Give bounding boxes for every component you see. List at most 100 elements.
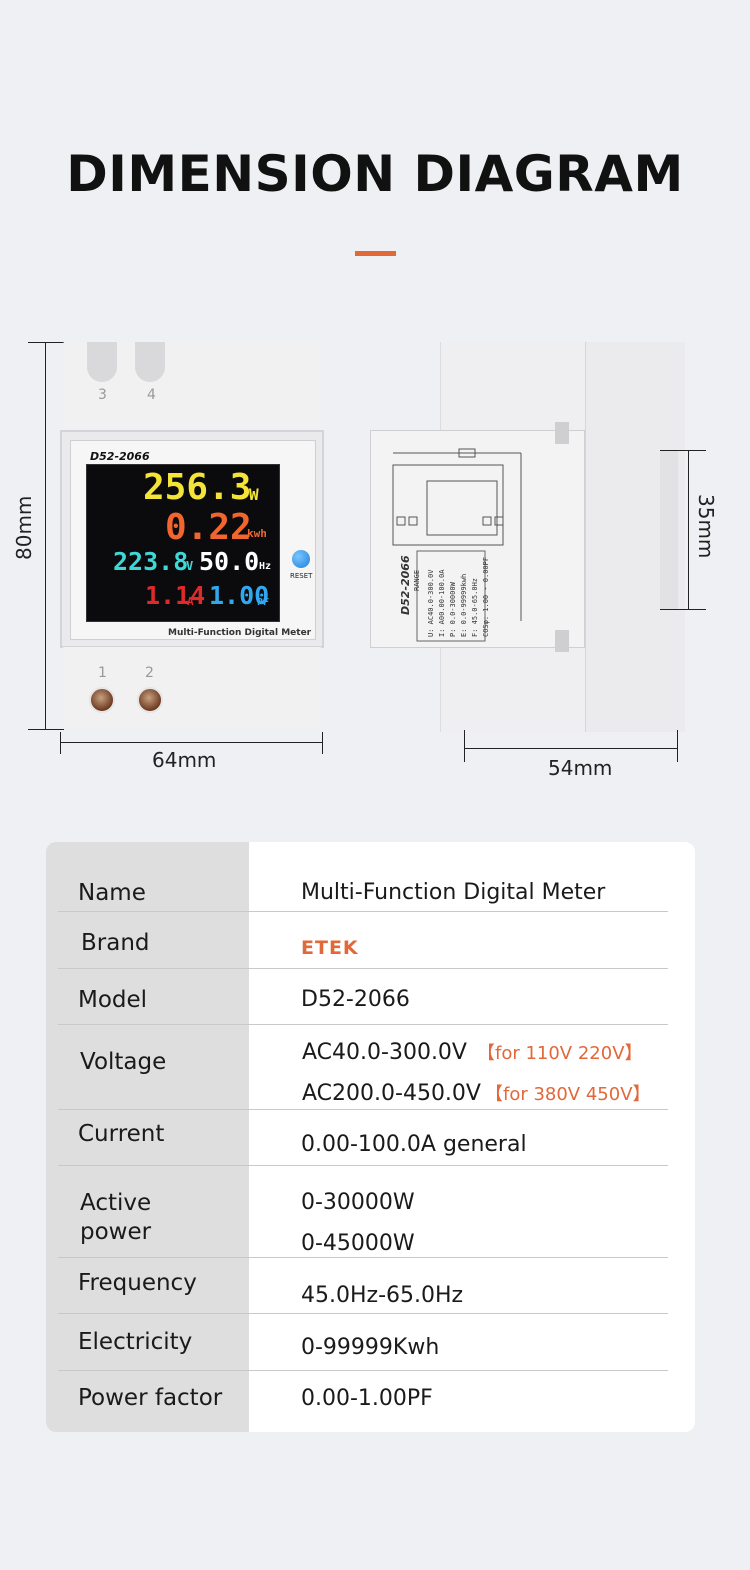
voltage-note-1: 【for 110V 220V】 [476,1043,643,1064]
spec-table: Name Multi-Function Digital Meter Brand … [46,842,695,1432]
etek-logo-icon: ETEK [301,937,359,959]
meter-front-view: 3 4 D52-2066 256.3 W 0.22 kwh 223.8 V 50… [60,342,324,732]
row-label-electricity: Electricity [78,1329,193,1355]
terminal-number: 3 [98,387,107,403]
current-unit: A [187,595,194,608]
depth-tick-left [464,730,465,762]
rail-tick-top [660,450,706,451]
meter-footer-label: Multi-Function Digital Meter [168,628,312,638]
row-value-voltage-2: AC200.0-450.0V【for 380V 450V】 [302,1080,651,1106]
power-reading: 256.3 [143,467,252,508]
row-label-model: Model [78,987,148,1013]
lcd-screen: 256.3 W 0.22 kwh 223.8 V 50.0 Hz 1.14 A … [86,464,280,622]
range-line: U: AC40.0-300.0V [427,569,435,637]
terminal-slot [87,342,117,382]
terminal-screw [137,687,163,713]
side-label-panel: D52-2066 RANGE U: AC40.0-300.0V I: A00.0… [370,430,585,648]
current-reading: 1.14 [145,581,206,610]
model-label: D52-2066 [90,450,150,463]
side-model-label: D52-2066 [399,555,412,615]
range-line: F: 45.0-65.0Hz [471,577,479,637]
row-label-brand: Brand [81,930,150,956]
frequency-reading: 50.0 [199,547,260,576]
row-value-current: 0.00-100.0A general [301,1132,527,1157]
reset-label: RESET [290,572,313,580]
row-value-electricity: 0-99999Kwh [301,1335,440,1360]
row-label-name: Name [78,880,146,906]
width-tick-right [322,732,323,754]
row-value-active-power-1: 0-30000W [301,1190,415,1215]
voltage-note-2: 【for 380V 450V】 [484,1084,651,1105]
terminal-number: 2 [145,665,154,681]
terminal-screw [89,687,115,713]
svg-text:ETEK: ETEK [301,938,359,958]
terminal-slot [135,342,165,382]
energy-reading: 0.22 [165,507,252,548]
range-line: I: A00.00-100.0A [438,569,446,637]
terminal-number: 4 [147,387,156,403]
row-separator [58,1165,668,1166]
width-dimension-line [60,742,322,743]
row-value-model: D52-2066 [301,987,410,1012]
range-title: RANGE [413,569,421,591]
range-line: E: 0.0-99999kwh [460,573,468,637]
row-value-frequency: 45.0Hz-65.0Hz [301,1283,464,1308]
pf-reading: 1.00 [209,581,270,610]
voltage-reading: 223.8 [113,547,189,576]
row-separator [58,1313,668,1314]
row-value-active-power-2: 0-45000W [301,1231,415,1256]
frequency-unit: Hz [259,561,272,572]
row-separator [58,968,668,969]
depth-label: 54mm [548,756,613,780]
row-separator [58,911,668,912]
range-line: P: 0.0-30000W [449,582,457,637]
rail-tick-bottom [660,609,706,610]
rail-dimension-line [688,450,689,610]
dimension-diagram: 80mm 64mm 3 4 D52-2066 256.3 W 0.22 kwh … [0,330,750,790]
row-value-name: Multi-Function Digital Meter [301,880,606,905]
row-value-power-factor: 0.00-1.00PF [301,1386,433,1411]
bottom-terminal-block: 1 2 [63,647,321,729]
row-separator [58,1024,668,1025]
row-label-power-factor: Power factor [78,1385,223,1411]
height-tick-bottom [28,729,64,730]
row-label-frequency: Frequency [78,1270,197,1296]
depth-tick-right [677,730,678,762]
width-tick-left [60,732,61,754]
wiring-diagram [392,448,522,642]
range-line: COSφ: 1.00 - 0.00PF [482,556,490,637]
meter-side-view: D52-2066 RANGE U: AC40.0-300.0V I: A00.0… [370,342,688,732]
latch [555,422,569,444]
energy-unit: kwh [247,527,267,540]
row-label-active-power: Active power [80,1189,151,1247]
etek-brand-logo: ETEK [301,937,391,962]
rail-notch [660,450,678,610]
page-title: DIMENSION DIAGRAM [66,145,684,203]
terminal-number: 1 [98,665,107,681]
latch [555,630,569,652]
row-label-current: Current [78,1121,165,1147]
power-unit: W [249,485,259,504]
active-power-line-2: power [80,1219,152,1245]
row-separator [58,1370,668,1371]
title-accent-bar [355,251,396,256]
rail-label: 35mm [694,494,718,559]
voltage-unit: V [186,559,194,573]
row-separator [58,1257,668,1258]
active-power-line-1: Active [80,1190,152,1216]
row-label-voltage: Voltage [80,1049,167,1075]
voltage-range-2: AC200.0-450.0V [302,1081,481,1106]
label-column [46,842,249,1432]
height-label: 80mm [12,495,36,560]
depth-dimension-line [464,748,678,749]
pf-unit: PF [257,597,270,608]
reset-button[interactable] [292,550,310,568]
width-label: 64mm [152,748,217,772]
row-value-voltage-1: AC40.0-300.0V 【for 110V 220V】 [302,1039,643,1065]
height-tick-top [28,342,64,343]
top-terminal-block: 3 4 [63,342,321,427]
meter-body: D52-2066 256.3 W 0.22 kwh 223.8 V 50.0 H… [60,430,324,648]
height-dimension-line [45,342,46,730]
row-separator [58,1109,668,1110]
voltage-range-1: AC40.0-300.0V [302,1040,467,1065]
